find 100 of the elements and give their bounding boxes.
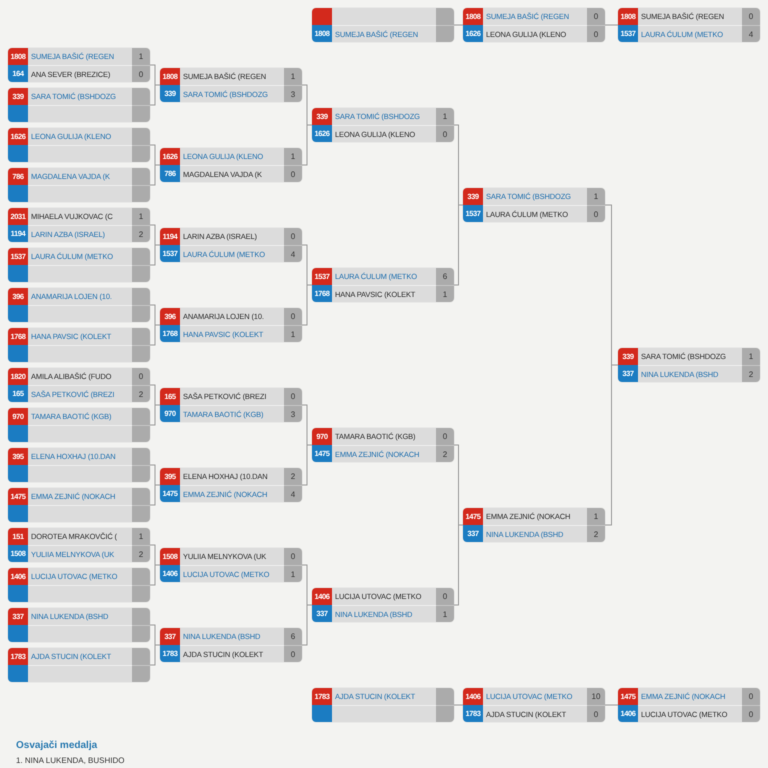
match-card (8, 568, 150, 602)
score: 3 (284, 85, 302, 102)
score: 4 (284, 245, 302, 262)
match-card (463, 688, 605, 722)
score: 0 (587, 8, 605, 25)
bracket-line (302, 444, 312, 486)
match-card (160, 68, 302, 102)
match-card (8, 648, 150, 682)
score: 1 (742, 348, 760, 365)
match-card (8, 608, 150, 642)
match-card (463, 188, 605, 222)
score: 1 (284, 148, 302, 165)
match-card (8, 288, 150, 322)
bracket-line (604, 704, 618, 706)
match-card (160, 308, 302, 342)
score: 1 (284, 325, 302, 342)
score: 2 (436, 445, 454, 462)
match-card (8, 408, 150, 442)
score: 6 (436, 268, 454, 285)
score: 0 (742, 8, 760, 25)
match-card (8, 48, 150, 82)
bracket-line (150, 324, 160, 346)
match-card (160, 468, 302, 502)
bracket-line (454, 704, 464, 706)
match-card (312, 108, 454, 142)
match-card (160, 548, 302, 582)
bracket-line (604, 24, 618, 26)
bracket-line (150, 484, 160, 506)
bracket-line (150, 84, 160, 106)
match-card (8, 128, 150, 162)
match-card (160, 628, 302, 662)
section-heading: Osvajači medalja (16, 740, 98, 751)
bracket-line (604, 364, 618, 526)
score: 0 (132, 368, 150, 385)
match-card (160, 148, 302, 182)
match-card (8, 488, 150, 522)
score: 0 (587, 205, 605, 222)
score: 1 (284, 565, 302, 582)
score: 3 (284, 405, 302, 422)
score: 4 (742, 25, 760, 42)
match-card (8, 448, 150, 482)
score: 1 (587, 508, 605, 525)
score: 0 (742, 688, 760, 705)
score: 0 (436, 125, 454, 142)
score: 0 (284, 308, 302, 325)
score: 6 (284, 628, 302, 645)
score: 2 (132, 385, 150, 402)
score: 1 (436, 108, 454, 125)
score: 0 (284, 548, 302, 565)
match-card (463, 508, 605, 542)
bracket-line (150, 164, 160, 186)
match-card (312, 688, 454, 722)
match-card (160, 228, 302, 262)
match-card (8, 248, 150, 282)
match-card (8, 168, 150, 202)
match-card (8, 528, 150, 562)
score: 0 (284, 165, 302, 182)
score: 10 (587, 688, 605, 705)
score: 0 (436, 588, 454, 605)
medal-winner-text: 1. NINA LUKENDA, BUSHIDO (16, 756, 124, 765)
score: 0 (284, 228, 302, 245)
score: 2 (587, 525, 605, 542)
score: 2 (132, 545, 150, 562)
bracket-line (302, 124, 312, 166)
score: 1 (436, 605, 454, 622)
bracket-line (150, 644, 160, 666)
bracket-line (150, 564, 160, 586)
bracket-line (150, 404, 160, 426)
score: 2 (742, 365, 760, 382)
match-card (463, 8, 605, 42)
match-card (312, 8, 454, 42)
match-card (618, 8, 760, 42)
score: 0 (742, 705, 760, 722)
score: 0 (284, 645, 302, 662)
match-card (8, 208, 150, 242)
bracket-line (302, 284, 312, 326)
score: 0 (284, 388, 302, 405)
match-card (312, 428, 454, 462)
match-card (8, 368, 150, 402)
bracket-line (454, 204, 464, 286)
score: 2 (132, 225, 150, 242)
match-card (8, 88, 150, 122)
score: 0 (587, 705, 605, 722)
score: 0 (436, 428, 454, 445)
score: 0 (132, 65, 150, 82)
match-card (8, 328, 150, 362)
score: 1 (436, 285, 454, 302)
bracket-line (150, 244, 160, 266)
score: 1 (132, 528, 150, 545)
score: 2 (284, 468, 302, 485)
bracket-line (454, 524, 464, 606)
score: 1 (132, 48, 150, 65)
score: 1 (284, 68, 302, 85)
match-card (160, 388, 302, 422)
score: 4 (284, 485, 302, 502)
score: 0 (587, 25, 605, 42)
match-card (312, 588, 454, 622)
match-card (312, 268, 454, 302)
bracket-line (454, 24, 464, 26)
match-card (618, 348, 760, 382)
